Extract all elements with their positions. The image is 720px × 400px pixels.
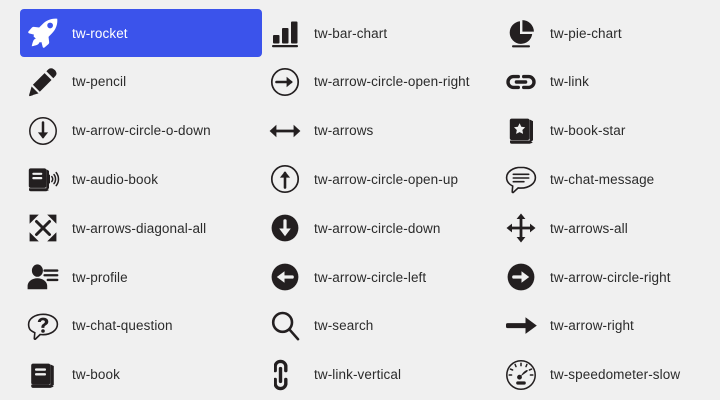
link-vertical-icon: [262, 352, 308, 398]
arrows-diagonal-all-icon: [20, 205, 66, 251]
icon-item-label: tw-book-star: [550, 123, 626, 139]
icon-item-label: tw-chat-question: [72, 318, 173, 334]
search-icon: [262, 303, 308, 349]
arrows-icon: [262, 108, 308, 154]
icon-item-tw-pencil[interactable]: tw-pencil: [20, 58, 262, 106]
icon-item-label: tw-arrow-circle-open-up: [314, 171, 459, 187]
chat-message-icon: [498, 156, 544, 202]
speedometer-slow-icon: [498, 352, 544, 398]
icon-item-tw-arrow-circle-open-up[interactable]: tw-arrow-circle-open-up: [262, 155, 498, 203]
icon-item-label: tw-arrow-circle-open-right: [314, 74, 470, 90]
icon-item-label: tw-arrow-circle-right: [550, 269, 671, 285]
icon-item-tw-pie-chart[interactable]: tw-pie-chart: [498, 9, 720, 57]
icon-item-tw-search[interactable]: tw-search: [262, 302, 498, 350]
icon-item-tw-bar-chart[interactable]: tw-bar-chart: [262, 9, 498, 57]
icon-item-label: tw-arrows: [314, 123, 374, 139]
icon-item-tw-chat-message[interactable]: tw-chat-message: [498, 155, 720, 203]
profile-icon: [20, 254, 66, 300]
icon-item-label: tw-pencil: [72, 74, 127, 90]
icon-item-tw-audio-book[interactable]: tw-audio-book: [20, 155, 262, 203]
icon-item-label: tw-arrow-circle-down: [314, 220, 441, 236]
icon-item-label: tw-rocket: [72, 25, 128, 41]
icon-item-tw-arrows[interactable]: tw-arrows: [262, 107, 498, 155]
icon-item-label: tw-arrows-all: [550, 220, 628, 236]
icon-item-label: tw-profile: [72, 269, 128, 285]
arrow-circle-left-icon: [262, 254, 308, 300]
arrows-all-icon: [498, 205, 544, 251]
pie-chart-icon: [498, 10, 544, 56]
icon-item-tw-link[interactable]: tw-link: [498, 58, 720, 106]
arrow-circle-o-down-icon: [20, 108, 66, 154]
book-star-icon: [498, 108, 544, 154]
icon-item-tw-chat-question[interactable]: tw-chat-question: [20, 302, 262, 350]
icon-item-label: tw-speedometer-slow: [550, 367, 681, 383]
icon-item-tw-arrow-circle-o-down[interactable]: tw-arrow-circle-o-down: [20, 107, 262, 155]
icon-item-label: tw-arrow-right: [550, 318, 634, 334]
pencil-icon: [20, 59, 66, 105]
icon-item-label: tw-book: [72, 367, 120, 383]
icon-item-tw-rocket[interactable]: tw-rocket: [20, 9, 262, 57]
icon-item-tw-arrow-right[interactable]: tw-arrow-right: [498, 302, 720, 350]
icon-item-tw-arrows-diagonal-all[interactable]: tw-arrows-diagonal-all: [20, 204, 262, 252]
icon-item-tw-arrow-circle-down[interactable]: tw-arrow-circle-down: [262, 204, 498, 252]
chat-question-icon: [20, 303, 66, 349]
arrow-circle-open-up-icon: [262, 156, 308, 202]
arrow-right-icon: [498, 303, 544, 349]
icon-item-label: tw-arrows-diagonal-all: [72, 220, 207, 236]
icon-item-label: tw-bar-chart: [314, 25, 388, 41]
icon-item-tw-link-vertical[interactable]: tw-link-vertical: [262, 351, 498, 399]
arrow-circle-down-icon: [262, 205, 308, 251]
icon-item-label: tw-arrow-circle-left: [314, 269, 427, 285]
arrow-circle-open-right-icon: [262, 59, 308, 105]
book-icon: [20, 352, 66, 398]
icon-item-label: tw-audio-book: [72, 171, 159, 187]
link-icon: [498, 59, 544, 105]
icon-item-tw-arrow-circle-open-right[interactable]: tw-arrow-circle-open-right: [262, 58, 498, 106]
icon-item-label: tw-chat-message: [550, 171, 655, 187]
icon-item-label: tw-arrow-circle-o-down: [72, 123, 211, 139]
icon-item-tw-book[interactable]: tw-book: [20, 351, 262, 399]
icon-item-tw-arrow-circle-left[interactable]: tw-arrow-circle-left: [262, 253, 498, 301]
rocket-icon: [20, 10, 66, 56]
icon-item-label: tw-search: [314, 318, 374, 334]
arrow-circle-right-icon: [498, 254, 544, 300]
icon-item-tw-book-star[interactable]: tw-book-star: [498, 107, 720, 155]
icon-item-label: tw-link-vertical: [314, 367, 402, 383]
icon-item-label: tw-link: [550, 74, 589, 90]
icon-item-label: tw-pie-chart: [550, 25, 622, 41]
icon-item-tw-profile[interactable]: tw-profile: [20, 253, 262, 301]
icon-item-tw-arrows-all[interactable]: tw-arrows-all: [498, 204, 720, 252]
icon-item-tw-arrow-circle-right[interactable]: tw-arrow-circle-right: [498, 253, 720, 301]
audio-book-icon: [20, 156, 66, 202]
bar-chart-icon: [262, 10, 308, 56]
icon-item-tw-speedometer-slow[interactable]: tw-speedometer-slow: [498, 351, 720, 399]
